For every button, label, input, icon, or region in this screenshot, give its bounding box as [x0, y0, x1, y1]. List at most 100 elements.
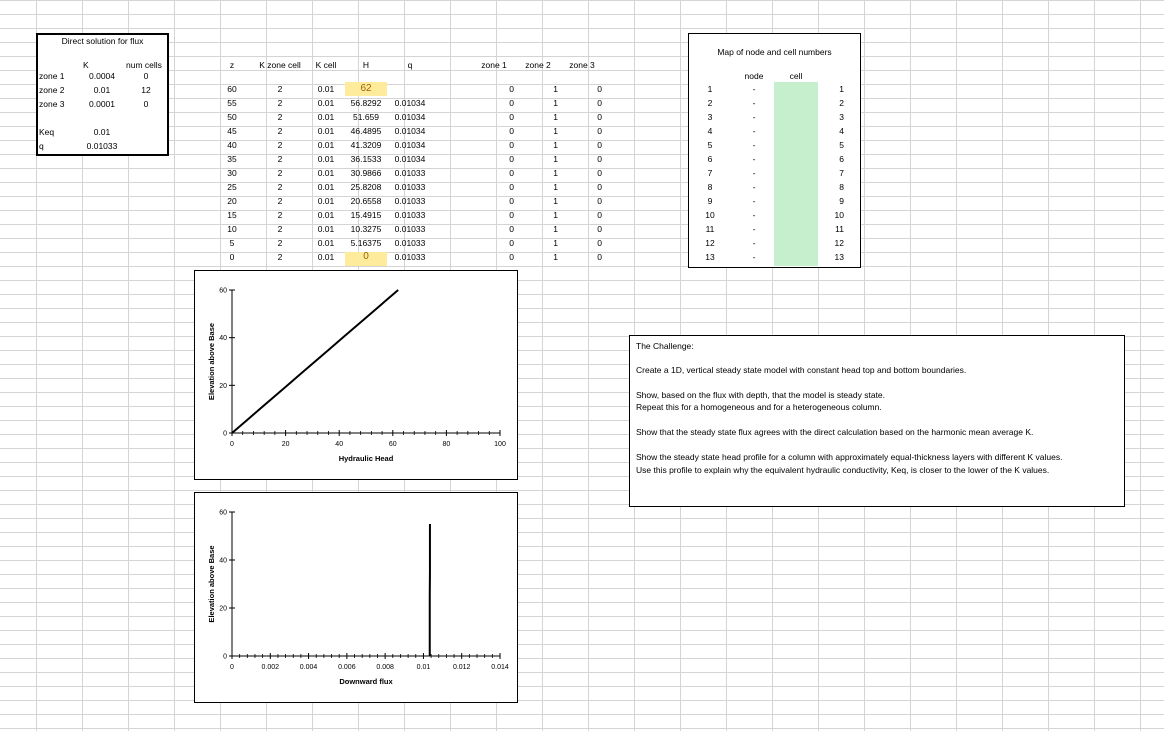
cell-q[interactable]: 0.01034	[394, 112, 426, 122]
cell-zone2[interactable]: 1	[553, 154, 558, 164]
cell-z[interactable]: 50	[227, 112, 237, 122]
cell-kzone[interactable]: 2	[277, 238, 283, 248]
map-row-index[interactable]: 8	[707, 182, 713, 192]
cell-kcell[interactable]: 0.01	[317, 84, 335, 94]
cell-zone2[interactable]: 1	[553, 112, 558, 122]
map-node[interactable]: -	[752, 168, 756, 178]
map-row-index[interactable]: 10	[705, 210, 715, 220]
cell-zone3[interactable]: 0	[597, 252, 602, 262]
map-node[interactable]: -	[752, 140, 756, 150]
cell-h[interactable]: 56.8292	[350, 98, 382, 108]
map-cell-number[interactable]: 3	[839, 112, 844, 122]
cell-kcell[interactable]: 0.01	[317, 168, 335, 178]
cell-q[interactable]: 0.01033	[394, 182, 426, 192]
cell-zone1[interactable]: 0	[509, 252, 514, 262]
cell-kcell[interactable]: 0.01	[317, 98, 335, 108]
map-row-index[interactable]: 4	[707, 126, 713, 136]
cell-h[interactable]: 62	[360, 83, 372, 94]
cell-q[interactable]: 0.01033	[394, 196, 426, 206]
cell-kzone[interactable]: 2	[277, 140, 283, 150]
cell-zone1[interactable]: 0	[509, 182, 514, 192]
cell-zone1[interactable]: 0	[509, 168, 514, 178]
cell-zone2[interactable]: 1	[553, 140, 558, 150]
cell-zone1[interactable]: 0	[509, 154, 514, 164]
map-node[interactable]: -	[752, 182, 756, 192]
cell-kzone[interactable]: 2	[277, 154, 283, 164]
cell-zone3[interactable]: 0	[597, 182, 602, 192]
map-node[interactable]: -	[752, 154, 756, 164]
map-node[interactable]: -	[752, 112, 756, 122]
map-row-index[interactable]: 5	[707, 140, 713, 150]
cell-h[interactable]: 51.659	[353, 112, 379, 122]
challenge-textbox[interactable]: The Challenge: Create a 1D, vertical ste…	[629, 335, 1125, 507]
cell-zone3[interactable]: 0	[597, 196, 602, 206]
cell-zone1[interactable]: 0	[509, 238, 514, 248]
cell-zone3[interactable]: 0	[597, 210, 602, 220]
cell-zone2[interactable]: 1	[553, 84, 558, 94]
cell-q[interactable]: 0.01034	[394, 140, 426, 150]
cell-q[interactable]: 0.01034	[394, 154, 426, 164]
cell-z[interactable]: 10	[227, 224, 237, 234]
cell-zone2[interactable]: 1	[553, 168, 558, 178]
cell-q[interactable]: 0.01034	[394, 98, 426, 108]
map-node[interactable]: -	[752, 238, 756, 248]
cell-z[interactable]: 5	[229, 238, 235, 248]
cell-q[interactable]: 0.01034	[394, 126, 426, 136]
map-node[interactable]: -	[752, 196, 756, 206]
map-node[interactable]: -	[752, 98, 756, 108]
zone-k-value[interactable]: 0.0001	[89, 99, 115, 109]
cell-kzone[interactable]: 2	[277, 126, 283, 136]
map-node[interactable]: -	[752, 252, 756, 262]
cell-q[interactable]	[390, 83, 430, 95]
cell-zone3[interactable]: 0	[597, 112, 602, 122]
cell-zone3[interactable]: 0	[597, 154, 602, 164]
cell-z[interactable]: 25	[227, 182, 237, 192]
cell-kcell[interactable]: 0.01	[317, 182, 335, 192]
cell-h[interactable]: 0	[363, 251, 369, 262]
cell-q[interactable]: 0.01033	[394, 238, 426, 248]
cell-kzone[interactable]: 2	[277, 98, 283, 108]
zone-num-cells[interactable]: 0	[143, 71, 149, 81]
map-node[interactable]: -	[752, 224, 756, 234]
cell-zone2[interactable]: 1	[553, 98, 558, 108]
cell-q[interactable]: 0.01033	[394, 168, 426, 178]
cell-kcell[interactable]: 0.01	[317, 196, 335, 206]
map-cell-number[interactable]: 5	[839, 140, 844, 150]
cell-z[interactable]: 60	[227, 84, 237, 94]
cell-h[interactable]: 46.4895	[350, 126, 382, 136]
map-cell-number[interactable]: 9	[839, 196, 844, 206]
cell-zone1[interactable]: 0	[509, 84, 514, 94]
cell-z[interactable]: 20	[227, 196, 237, 206]
q-value[interactable]: 0.01033	[86, 141, 118, 151]
cell-zone2[interactable]: 1	[553, 238, 558, 248]
cell-zone3[interactable]: 0	[597, 126, 602, 136]
cell-kzone[interactable]: 2	[277, 112, 283, 122]
cell-zone2[interactable]: 1	[553, 252, 558, 262]
cell-zone1[interactable]: 0	[509, 224, 514, 234]
map-row-index[interactable]: 2	[707, 98, 713, 108]
cell-h[interactable]: 41.3209	[350, 140, 382, 150]
cell-h[interactable]: 25.8208	[350, 182, 382, 192]
zone-k-value[interactable]: 0.01	[93, 85, 111, 95]
zone-num-cells[interactable]: 0	[143, 99, 149, 109]
cell-h[interactable]: 5.16375	[350, 238, 382, 248]
cell-zone2[interactable]: 1	[553, 210, 558, 220]
cell-zone3[interactable]: 0	[597, 238, 602, 248]
cell-kzone[interactable]: 2	[277, 182, 283, 192]
cell-z[interactable]: 0	[229, 252, 235, 262]
map-cell-number[interactable]: 1	[839, 84, 844, 94]
cell-kzone[interactable]: 2	[277, 252, 283, 262]
cell-q[interactable]: 0.01033	[394, 224, 426, 234]
cell-zone1[interactable]: 0	[509, 112, 514, 122]
cell-h[interactable]: 20.6558	[350, 196, 382, 206]
zone-num-cells[interactable]: 12	[141, 85, 151, 95]
cell-zone3[interactable]: 0	[597, 168, 602, 178]
map-cell-number[interactable]: 6	[839, 154, 844, 164]
cell-zone1[interactable]: 0	[509, 196, 514, 206]
cell-h[interactable]: 10.3275	[350, 224, 382, 234]
cell-z[interactable]: 40	[227, 140, 237, 150]
map-cell-number[interactable]: 12	[834, 238, 844, 248]
map-row-index[interactable]: 6	[707, 154, 713, 164]
map-cell-number[interactable]: 11	[835, 224, 844, 234]
